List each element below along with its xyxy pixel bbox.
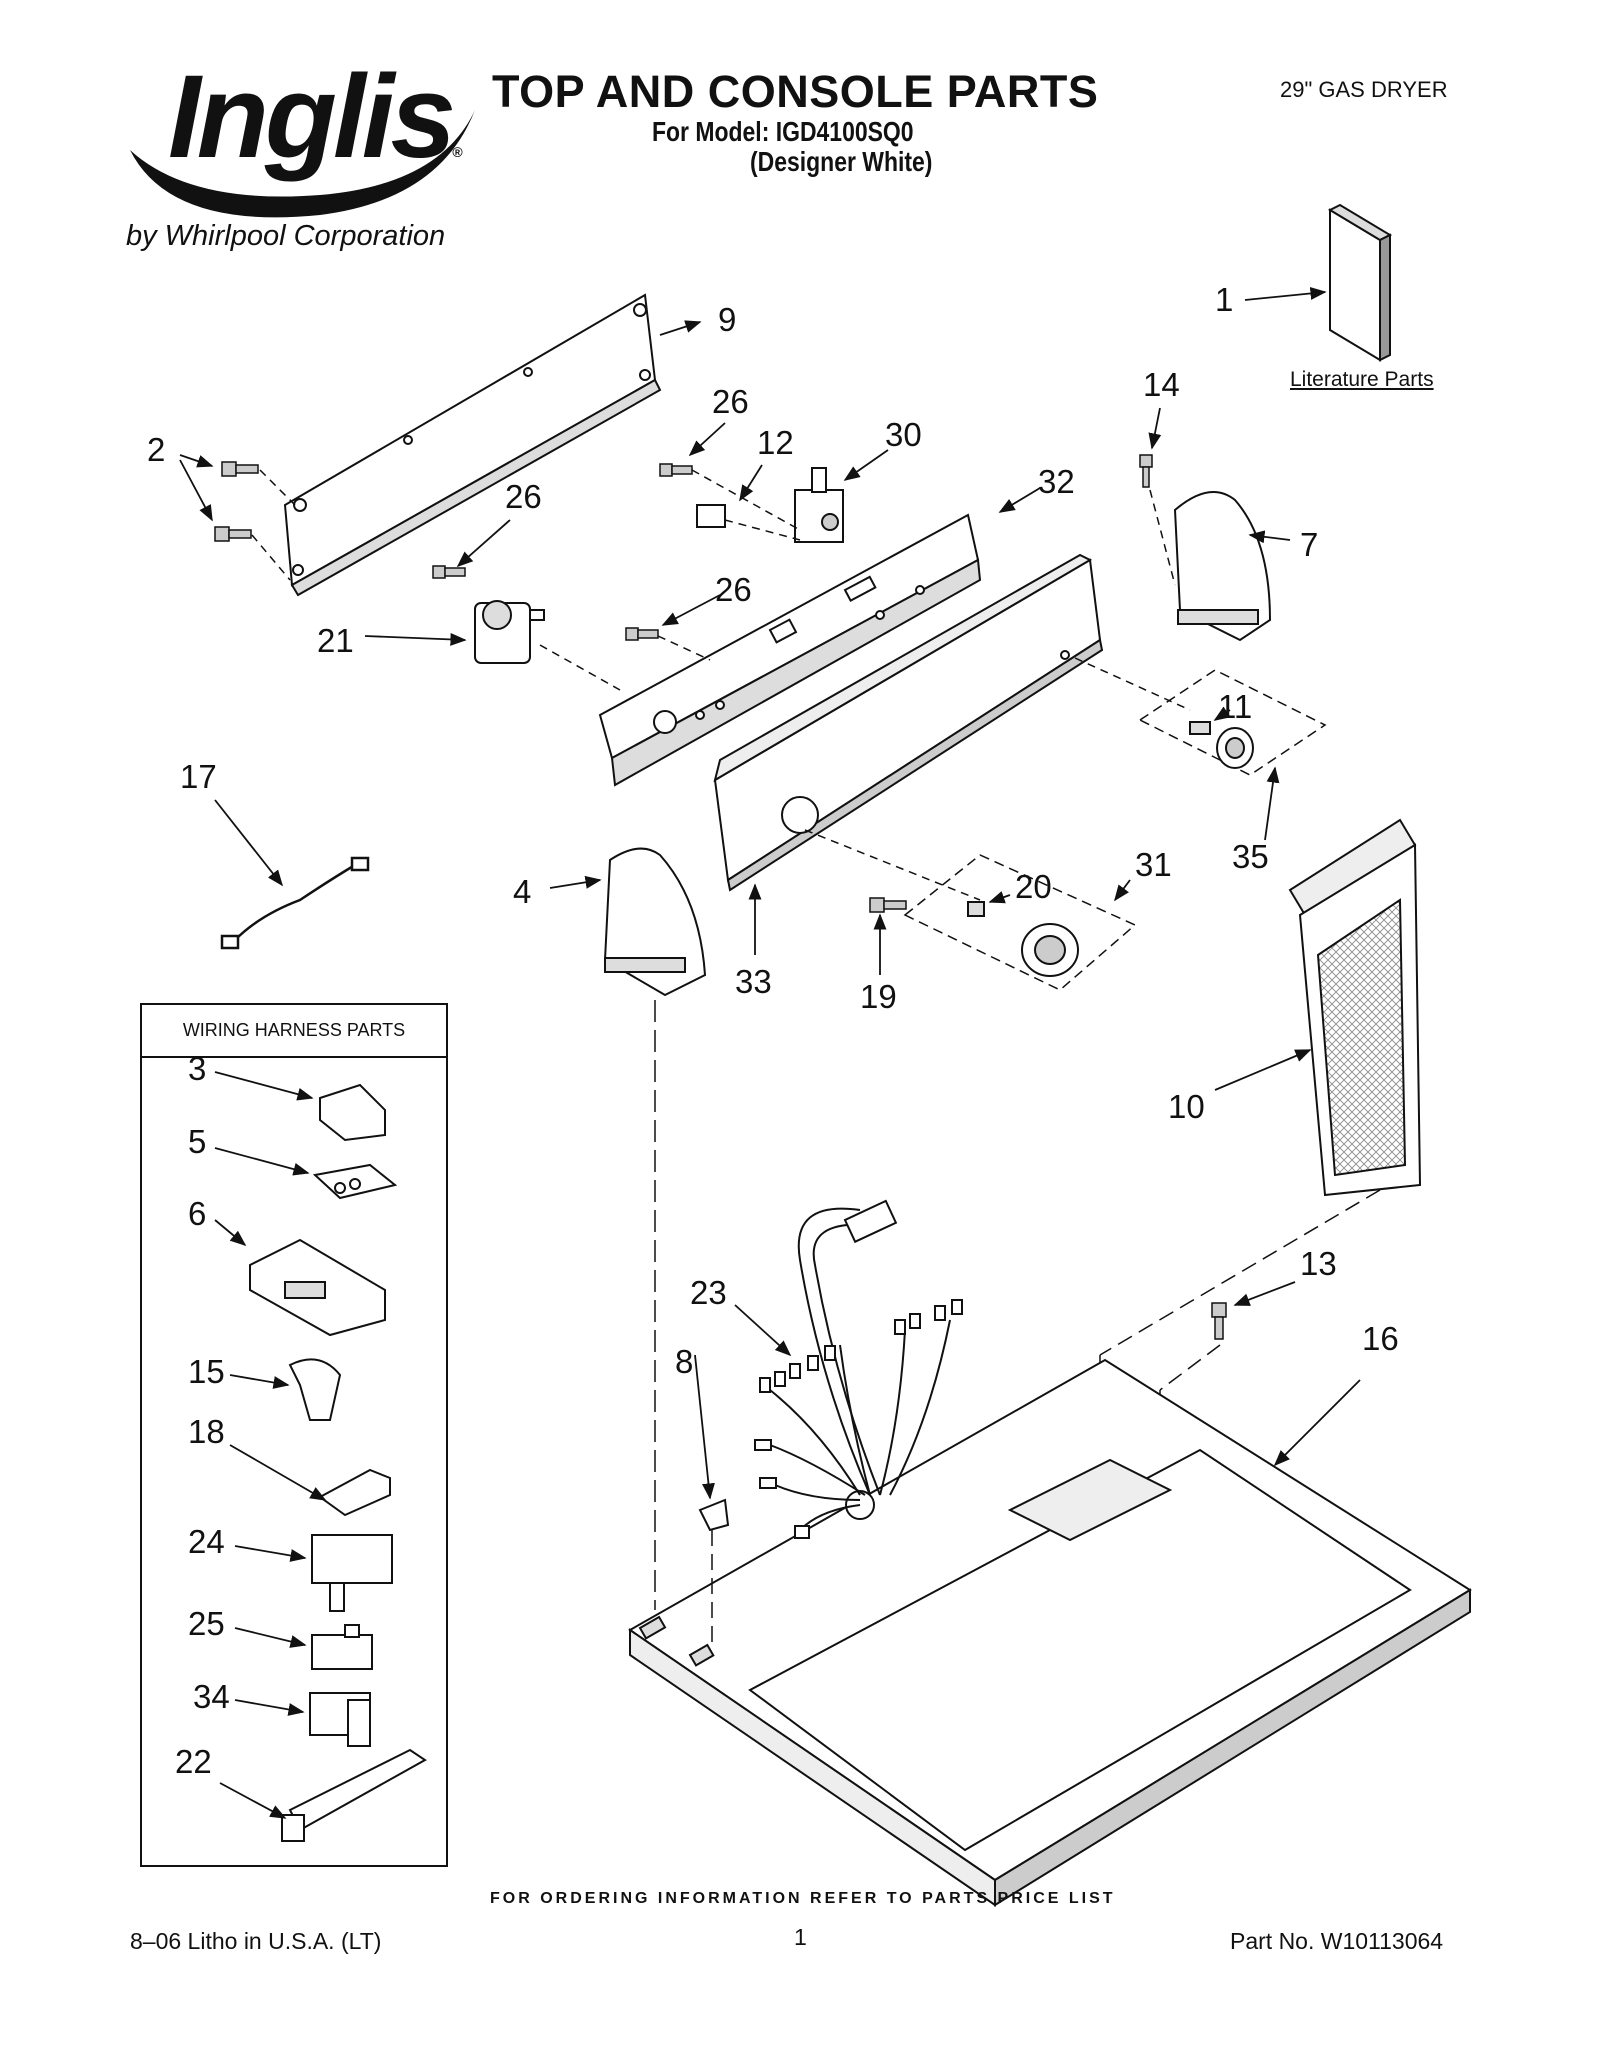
part-12-plug — [696, 504, 726, 528]
literature-label: Literature Parts — [1290, 368, 1434, 391]
callout-25: 25 — [188, 1605, 225, 1642]
callout-16: 16 — [1362, 1320, 1399, 1357]
part-1-literature — [1327, 203, 1393, 362]
callout-35: 35 — [1232, 838, 1269, 875]
part-number: Part No. W10113064 — [1230, 1928, 1444, 1954]
brand-byline: by Whirlpool Corporation — [126, 220, 446, 252]
part-31-knob — [967, 901, 1079, 977]
callout-32: 32 — [1038, 463, 1075, 500]
callout-33: 33 — [735, 963, 772, 1000]
callout-14: 14 — [1143, 366, 1180, 403]
part-21-timer — [474, 600, 545, 664]
wiring-parts — [249, 1083, 427, 1842]
callout-6: 6 — [188, 1195, 207, 1232]
callout-13: 13 — [1300, 1245, 1337, 1282]
wiring-harness-title: WIRING HARNESS PARTS — [142, 1005, 446, 1058]
callout-26-c: 26 — [715, 571, 752, 608]
callout-23: 23 — [690, 1274, 727, 1311]
callout-19: 19 — [860, 978, 897, 1015]
product-label: 29" GAS DRYER — [1280, 77, 1448, 102]
part-13-screw — [1211, 1302, 1227, 1340]
color-line: (Designer White) — [750, 146, 933, 177]
part-9-panel — [283, 293, 662, 597]
callout-8: 8 — [675, 1343, 694, 1380]
callout-26-b: 26 — [505, 478, 542, 515]
part-14-screw — [1139, 454, 1153, 488]
callout-21: 21 — [317, 622, 354, 659]
callout-30: 30 — [885, 416, 922, 453]
page-title: TOP AND CONSOLE PARTS — [492, 66, 1099, 117]
callout-34: 34 — [193, 1678, 230, 1715]
part-2-screws — [214, 461, 259, 542]
callout-9: 9 — [718, 301, 737, 338]
litho-note: 8–06 Litho in U.S.A. (LT) — [130, 1928, 382, 1954]
callout-18: 18 — [188, 1413, 225, 1450]
part-7-endcap — [1173, 491, 1272, 642]
callout-31: 31 — [1135, 846, 1172, 883]
part-17-wire — [220, 856, 370, 950]
ordering-note: FOR ORDERING INFORMATION REFER TO PARTS … — [490, 1890, 1116, 1907]
callout-12: 12 — [757, 424, 794, 461]
callout-17: 17 — [180, 758, 217, 795]
callout-24: 24 — [188, 1523, 225, 1560]
callout-7: 7 — [1300, 526, 1319, 563]
logo-text: Inglis — [168, 51, 456, 183]
part-30-switch — [794, 467, 844, 543]
part-4-endcap — [603, 847, 707, 997]
model-line: For Model: IGD4100SQ0 — [652, 116, 914, 147]
callout-20: 20 — [1015, 868, 1052, 905]
callout-10: 10 — [1168, 1088, 1205, 1125]
part-19-screw — [869, 897, 907, 913]
callout-5: 5 — [188, 1123, 207, 1160]
part-8-clip — [698, 1498, 730, 1532]
part-23-harness — [769, 1207, 951, 1531]
part-11-knob — [1189, 721, 1254, 769]
part-26-screws — [432, 463, 693, 641]
part-16-top — [628, 1358, 1472, 1907]
callout-26-a: 26 — [712, 383, 749, 420]
callout-3: 3 — [188, 1050, 207, 1087]
callout-15: 15 — [188, 1353, 225, 1390]
callout-1: 1 — [1215, 281, 1234, 318]
wiring-harness-box: WIRING HARNESS PARTS — [140, 1003, 448, 1867]
callout-4: 4 — [513, 873, 532, 910]
part-33-console — [713, 553, 1104, 892]
part-10-lint-screen — [1288, 818, 1422, 1197]
callout-2: 2 — [147, 431, 166, 468]
callout-11: 11 — [1218, 688, 1253, 725]
part-32-console-bracket — [598, 513, 982, 787]
brand-logo: Inglis® — [168, 51, 463, 183]
page-number: 1 — [794, 1924, 807, 1950]
logo-swoosh — [130, 110, 475, 218]
callout-22: 22 — [175, 1743, 212, 1780]
